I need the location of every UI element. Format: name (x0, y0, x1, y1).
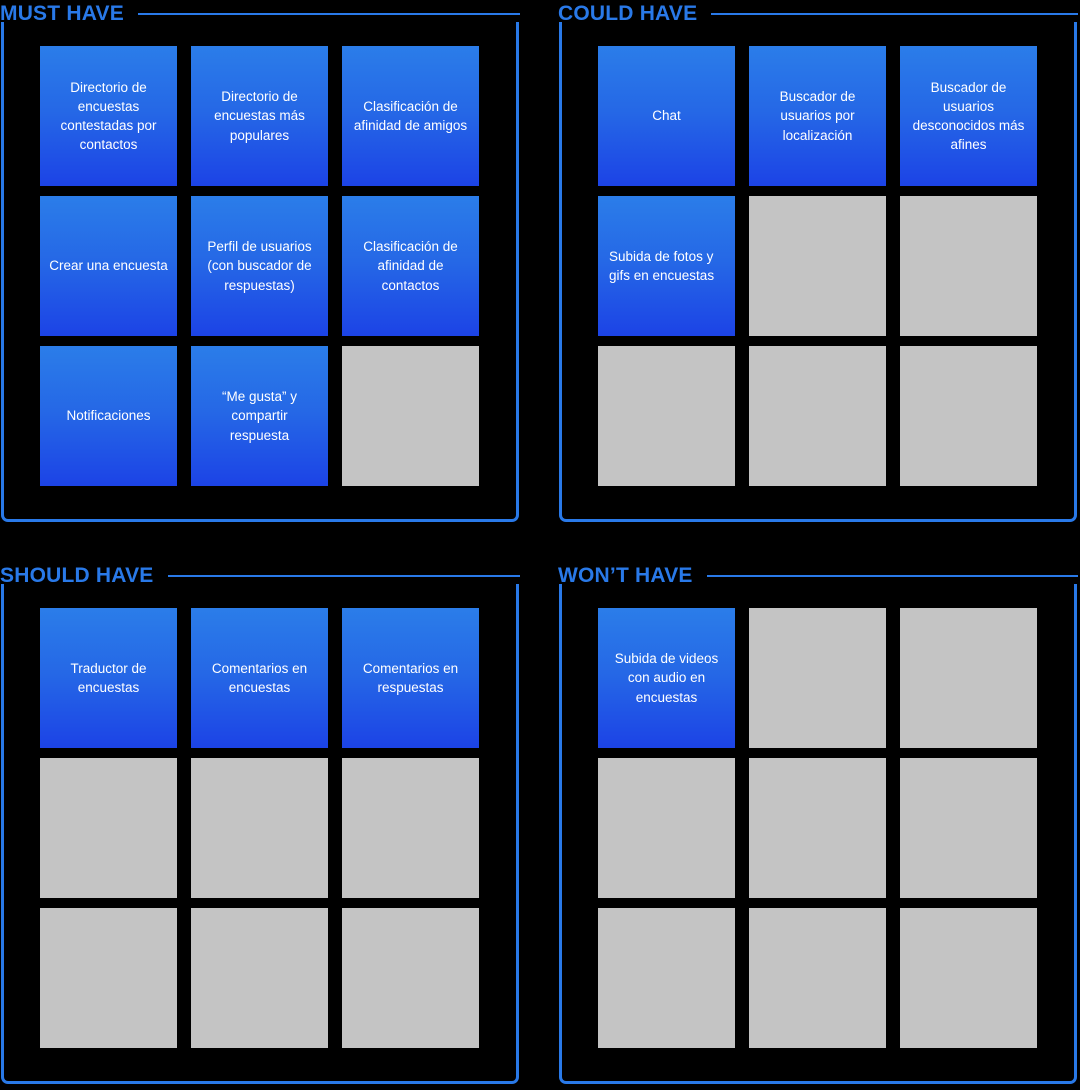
card-empty[interactable] (900, 908, 1037, 1048)
card[interactable]: Traductor de encuestas (40, 608, 177, 748)
card[interactable]: Clasificación de afinidad de contactos (342, 196, 479, 336)
quadrant-frame-should-have (1, 584, 519, 1084)
card-empty[interactable] (342, 908, 479, 1048)
card-empty[interactable] (191, 758, 328, 898)
quadrant-title-could-have: COULD HAVE (558, 1, 698, 25)
quadrant-must-have: MUST HAVE Directorio de encuestas contes… (0, 0, 520, 524)
quadrant-should-have: SHOULD HAVE Traductor de encuestas Comen… (0, 562, 520, 1086)
quadrant-header-should-have: SHOULD HAVE (0, 562, 520, 588)
card-empty[interactable] (598, 346, 735, 486)
quadrant-title-should-have: SHOULD HAVE (0, 563, 154, 587)
card-empty[interactable] (598, 908, 735, 1048)
card[interactable]: Crear una encuesta (40, 196, 177, 336)
card[interactable]: Comentarios en encuestas (191, 608, 328, 748)
card-empty[interactable] (900, 758, 1037, 898)
card-empty[interactable] (900, 196, 1037, 336)
card[interactable]: Subida de videos con audio en encuestas (598, 608, 735, 748)
card-empty[interactable] (342, 346, 479, 486)
card-grid-wont-have: Subida de videos con audio en encuestas (598, 608, 1037, 1048)
card[interactable]: Comentarios en respuestas (342, 608, 479, 748)
card[interactable]: Chat (598, 46, 735, 186)
card-empty[interactable] (191, 908, 328, 1048)
quadrant-frame-wont-have (559, 584, 1077, 1084)
quadrant-header-wont-have: WON’T HAVE (558, 562, 1078, 588)
quadrant-title-wont-have: WON’T HAVE (558, 563, 693, 587)
card[interactable]: Subida de fotos y gifs en encuestas (598, 196, 735, 336)
quadrant-rule-could-have (711, 12, 1078, 15)
card[interactable]: Notificaciones (40, 346, 177, 486)
card[interactable]: Directorio de encuestas más populares (191, 46, 328, 186)
card-empty[interactable] (749, 608, 886, 748)
quadrant-could-have: COULD HAVE Chat Buscador de usuarios por… (558, 0, 1078, 524)
card-empty[interactable] (749, 908, 886, 1048)
card-grid-must-have: Directorio de encuestas contestadas por … (40, 46, 479, 486)
card-empty[interactable] (749, 758, 886, 898)
card-empty[interactable] (749, 346, 886, 486)
quadrant-rule-must-have (137, 12, 520, 15)
quadrant-rule-wont-have (706, 574, 1078, 577)
card[interactable]: Buscador de usuarios por localización (749, 46, 886, 186)
quadrant-rule-should-have (167, 574, 520, 577)
quadrant-wont-have: WON’T HAVE Subida de videos con audio en… (558, 562, 1078, 1086)
card[interactable]: Clasificación de afinidad de amigos (342, 46, 479, 186)
card-empty[interactable] (900, 346, 1037, 486)
quadrant-frame-could-have (559, 22, 1077, 522)
card[interactable]: “Me gusta” y compartir respuesta (191, 346, 328, 486)
card-empty[interactable] (749, 196, 886, 336)
card-grid-should-have: Traductor de encuestas Comentarios en en… (40, 608, 479, 1048)
card-empty[interactable] (598, 758, 735, 898)
quadrant-frame-must-have (1, 22, 519, 522)
card-grid-could-have: Chat Buscador de usuarios por localizaci… (598, 46, 1037, 486)
quadrant-header-could-have: COULD HAVE (558, 0, 1078, 26)
card[interactable]: Buscador de usuarios desconocidos más af… (900, 46, 1037, 186)
card-empty[interactable] (342, 758, 479, 898)
card[interactable]: Perfil de usuarios (con buscador de resp… (191, 196, 328, 336)
card[interactable]: Directorio de encuestas contestadas por … (40, 46, 177, 186)
card-empty[interactable] (40, 758, 177, 898)
quadrant-title-must-have: MUST HAVE (0, 1, 124, 25)
card-empty[interactable] (900, 608, 1037, 748)
card-empty[interactable] (40, 908, 177, 1048)
quadrant-header-must-have: MUST HAVE (0, 0, 520, 26)
